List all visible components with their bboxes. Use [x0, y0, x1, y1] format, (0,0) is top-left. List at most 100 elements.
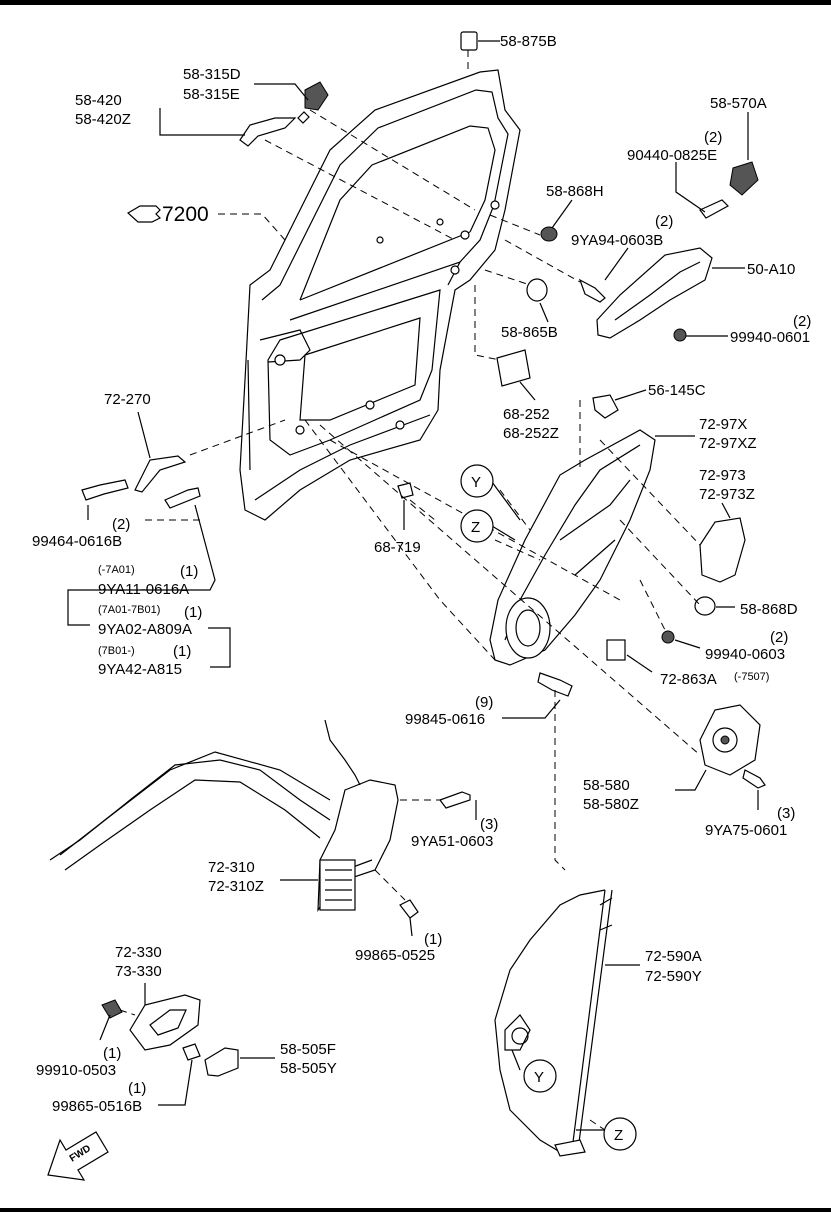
label-58-570A: 58-570A	[710, 95, 767, 112]
note-7A01: (-7A01)	[98, 564, 135, 576]
pointer-hand-icon	[126, 205, 162, 223]
label-58-420: 58-420	[75, 92, 122, 109]
callout-Z: Z	[471, 519, 480, 536]
clip-56-145C	[592, 394, 619, 419]
label-68-719: 68-719	[374, 539, 421, 556]
bolt-9YA75	[742, 769, 766, 789]
label-58-505Y: 58-505Y	[280, 1060, 337, 1077]
label-58-868D: 58-868D	[740, 601, 798, 618]
qty-90440: (2)	[704, 129, 722, 146]
clip-99910	[101, 999, 123, 1019]
label-99865-0525: 99865-0525	[355, 947, 435, 964]
label-58-868H: 58-868H	[546, 183, 604, 200]
label-72-330: 72-330	[115, 944, 162, 961]
label-99865-0516B: 99865-0516B	[52, 1098, 142, 1115]
bolt-9YA51	[439, 791, 471, 809]
label-58-580Z: 58-580Z	[583, 796, 639, 813]
label-72-270: 72-270	[104, 391, 151, 408]
pad-72-973	[699, 517, 746, 583]
dashed-leaders	[119, 50, 701, 1131]
qty-9YA02: (1)	[184, 604, 202, 621]
qty-99940-0603: (2)	[770, 629, 788, 646]
label-58-865B: 58-865B	[501, 324, 558, 341]
label-7200: 7200	[162, 203, 209, 226]
qty-99845: (9)	[475, 694, 493, 711]
label-68-252: 68-252	[503, 406, 550, 423]
label-68-252Z: 68-252Z	[503, 425, 559, 442]
bracket-50-A10	[596, 247, 713, 339]
note-7507: (-7507)	[734, 671, 769, 683]
label-9YA51-0603: 9YA51-0603	[411, 833, 493, 850]
qty-99865-0525: (1)	[424, 931, 442, 948]
label-90440-0825E: 90440-0825E	[627, 147, 717, 164]
qty-9YA11: (1)	[180, 563, 198, 580]
qty-9YA51: (3)	[480, 816, 498, 833]
seal-68-252	[496, 349, 531, 387]
inner-handle-72-330	[129, 994, 201, 1051]
note-7B01: (7B01-)	[98, 645, 135, 657]
label-99940-0603: 99940-0603	[705, 646, 785, 663]
regulator-72-590A	[494, 889, 613, 1157]
bolt-9YA11	[164, 487, 201, 509]
handle-base-58-315D	[304, 81, 329, 111]
label-58-315D: 58-315D	[183, 66, 241, 83]
callout-circle-Y2	[523, 1059, 557, 1093]
door-shell	[239, 69, 521, 521]
label-72-310: 72-310	[208, 859, 255, 876]
label-72-863A: 72-863A	[660, 671, 717, 688]
leaders	[67, 40, 759, 1131]
label-9YA42-A815: 9YA42-A815	[98, 661, 182, 678]
label-99464-0616B: 99464-0616B	[32, 533, 122, 550]
qty-99910: (1)	[103, 1045, 121, 1062]
qty-9YA75: (3)	[777, 805, 795, 822]
cap-58-875B	[460, 31, 478, 51]
label-72-973Z: 72-973Z	[699, 486, 755, 503]
clip-58-570A	[729, 161, 759, 196]
qty-9YA94: (2)	[655, 213, 673, 230]
label-58-875B: 58-875B	[500, 33, 557, 50]
clip-68-719	[397, 482, 414, 499]
callout-Z2: Z	[614, 1127, 623, 1144]
qty-99865-0516B: (1)	[128, 1080, 146, 1097]
callout-circle-Y	[460, 464, 494, 498]
plug-58-868H	[540, 226, 558, 242]
part-labels: 58-875B 58-315D 58-315E 58-420 58-420Z 5…	[32, 33, 811, 1144]
label-99845-0616: 99845-0616	[405, 711, 485, 728]
cover-58-505F	[204, 1047, 239, 1077]
bolt-99464	[81, 479, 129, 501]
nut-99940-0601	[673, 328, 687, 342]
label-9YA02-A809A: 9YA02-A809A	[98, 621, 192, 638]
label-99910-0503: 99910-0503	[36, 1062, 116, 1079]
callout-circle-Z2	[603, 1117, 637, 1151]
label-72-310Z: 72-310Z	[208, 878, 264, 895]
label-99940-0601: 99940-0601	[730, 329, 810, 346]
label-72-590A: 72-590A	[645, 948, 702, 965]
qty-9YA42: (1)	[173, 643, 191, 660]
latch-72-310	[317, 779, 399, 913]
bolt-9YA94	[578, 278, 606, 303]
label-72-97XZ: 72-97XZ	[699, 435, 757, 452]
label-56-145C: 56-145C	[648, 382, 706, 399]
qty-99464: (2)	[112, 516, 130, 533]
label-72-590Y: 72-590Y	[645, 968, 702, 985]
note-7A01-7B01: (7A01-7B01)	[98, 604, 160, 616]
label-9YA75-0601: 9YA75-0601	[705, 822, 787, 839]
label-58-505F: 58-505F	[280, 1041, 336, 1058]
outer-handle-58-420	[239, 117, 297, 147]
module-panel-72-97X	[489, 429, 656, 666]
label-73-330: 73-330	[115, 963, 162, 980]
fwd-arrow-icon: FWD	[47, 1131, 109, 1181]
label-58-420Z: 58-420Z	[75, 111, 131, 128]
nut-99940-0603	[661, 630, 675, 644]
label-72-97X: 72-97X	[699, 416, 747, 433]
label-72-973: 72-973	[699, 467, 746, 484]
grommet-58-865B	[526, 278, 548, 302]
label-58-315E: 58-315E	[183, 86, 240, 103]
screw-99865-0525	[399, 899, 419, 919]
plug-58-868D	[694, 596, 716, 616]
label-58-580: 58-580	[583, 777, 630, 794]
qty-99940-0601: (2)	[793, 313, 811, 330]
pad-72-863A	[606, 639, 626, 661]
top-border	[0, 0, 831, 5]
